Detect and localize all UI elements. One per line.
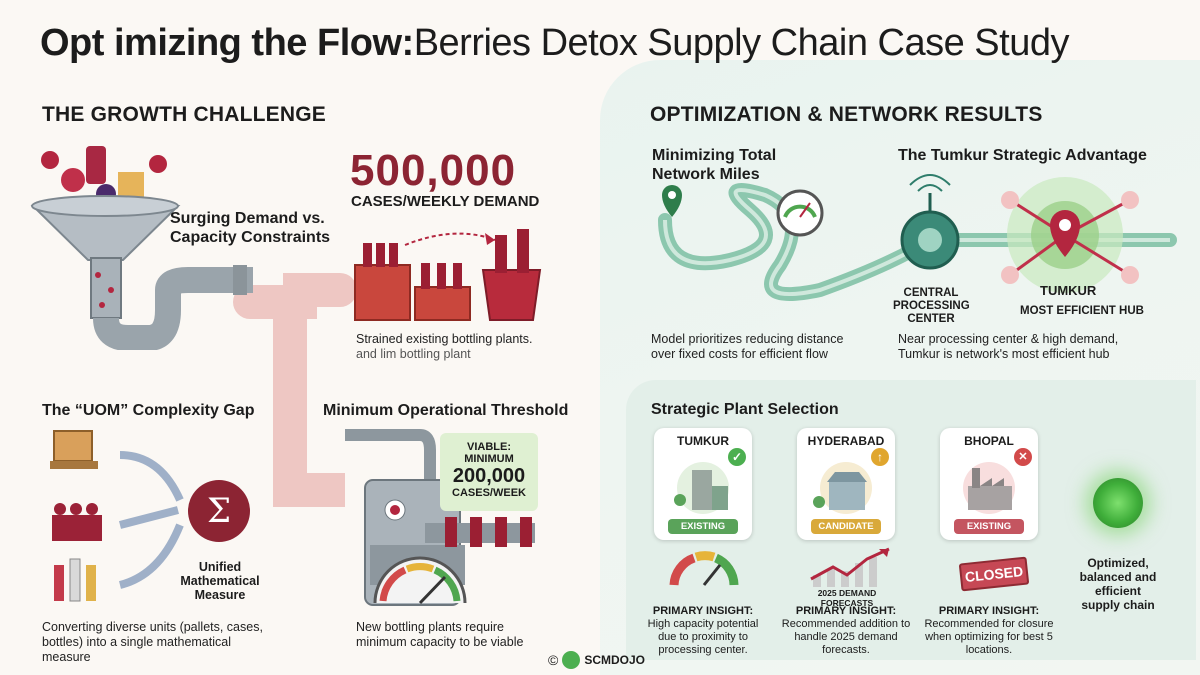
plant-card-hyderabad[interactable]: HYDERABAD ↑ CANDIDATE	[797, 428, 895, 540]
plant-card-tumkur[interactable]: TUMKUR ✓ EXISTING	[654, 428, 752, 540]
crates-bottles-illustration	[354, 229, 542, 321]
viable-unit: CASES/WEEK	[452, 487, 526, 499]
network-results-heading: OPTIMIZATION & NETWORK RESULTS	[650, 103, 1043, 126]
insight-bhopal: PRIMARY INSIGHT: Recommended for closure…	[924, 605, 1054, 657]
insight-text: Recommended addition to handle 2025 dema…	[781, 618, 911, 656]
funnel-illustration	[30, 146, 253, 350]
candidate-plant-icon	[813, 462, 872, 514]
plant-name: TUMKUR	[677, 434, 729, 448]
signal-icon	[909, 174, 951, 186]
status-light-icon	[1093, 478, 1143, 528]
miles-heading: Minimizing Total Network Miles	[652, 147, 777, 183]
scmdojo-logo-icon	[562, 651, 581, 669]
speedometer-icon	[776, 189, 824, 237]
closing-plant-icon	[963, 462, 1015, 514]
tumkur-heading: The Tumkur Strategic Advantage	[898, 147, 1147, 164]
bottling-machine-illustration	[345, 429, 535, 606]
brand-name: SCMDOJO	[584, 653, 646, 667]
strained-caption-1: Strained existing bottling plants.	[356, 332, 533, 346]
insight-hyderabad: PRIMARY INSIGHT: Recommended addition to…	[781, 605, 911, 657]
plant-card-bhopal[interactable]: BHOPAL ✕ EXISTING	[940, 428, 1038, 540]
existing-plant-icon	[674, 462, 729, 514]
start-pin-icon	[662, 185, 682, 217]
viable-threshold-box: VIABLE: MINIMUM 200,000 CASES/WEEK	[440, 433, 538, 511]
copyright-icon: ©	[548, 652, 559, 668]
plant-name: HYDERABAD	[807, 434, 885, 448]
tumkur-hub-label: TUMKUR	[1040, 283, 1097, 298]
insight-title: PRIMARY INSIGHT:	[938, 605, 1040, 617]
bottles-icon	[54, 565, 64, 601]
plant-name: BHOPAL	[964, 434, 1014, 448]
tumkur-caption: Near processing center & high demand, Tu…	[898, 332, 1119, 361]
insight-title: PRIMARY INSIGHT:	[652, 605, 754, 617]
status-badge: EXISTING	[954, 519, 1024, 534]
status-badge: CANDIDATE	[811, 519, 881, 534]
weekly-demand-label: CASES/WEEKLY DEMAND	[351, 193, 540, 210]
surging-demand-label: Surging Demand vs. Capacity Constraints	[170, 210, 331, 246]
weekly-demand-number: 500,000	[350, 146, 517, 195]
footer-brand: © SCMDOJO	[548, 651, 645, 669]
case-icon	[52, 515, 102, 541]
gauge-icon	[373, 556, 467, 604]
berry-icon	[41, 151, 59, 169]
insight-text: High capacity potential due to proximity…	[647, 618, 759, 656]
close-icon: ✕	[1014, 448, 1032, 466]
check-icon: ✓	[728, 448, 746, 466]
most-efficient-label: MOST EFFICIENT HUB	[1020, 305, 1144, 317]
pink-flow-connector	[233, 273, 357, 507]
uom-caption: Converting diverse units (pallets, cases…	[42, 620, 263, 664]
sigma-icon: Σ	[188, 480, 250, 542]
tumkur-pin-icon	[1050, 210, 1080, 257]
minimum-label: MINIMUM	[464, 453, 514, 465]
capacity-gauge-icon	[669, 551, 739, 586]
plant-selection-heading: Strategic Plant Selection	[651, 401, 839, 418]
status-badge: EXISTING	[668, 519, 738, 534]
threshold-caption: New bottling plants require minimum capa…	[356, 620, 524, 649]
forecast-label: 2025 DEMAND FORECASTS	[817, 588, 877, 608]
page-title: Opt imizing the Flow:Berries Detox Suppl…	[40, 22, 1069, 65]
title-bold: Opt imizing the Flow:	[40, 22, 414, 64]
uom-heading: The “UOM” Complexity Gap	[42, 402, 255, 419]
arrow-up-icon: ↑	[871, 448, 889, 466]
drop-icon	[390, 505, 400, 515]
threshold-heading: Minimum Operational Threshold	[323, 402, 569, 419]
viable-label: VIABLE:	[467, 441, 511, 453]
optimized-label: Optimized, balanced and efficient supply…	[1079, 556, 1157, 612]
title-rest: Berries Detox Supply Chain Case Study	[413, 22, 1070, 64]
strained-caption-2: and lim bottling plant	[356, 347, 471, 361]
forecast-chart-icon	[810, 547, 890, 587]
network-route-illustration	[658, 174, 1177, 302]
pallet-box-icon	[53, 430, 93, 462]
insight-title: PRIMARY INSIGHT:	[795, 605, 897, 617]
cpc-label: CENTRAL PROCESSING CENTER	[893, 287, 970, 325]
juice-bottle-icon	[86, 146, 106, 184]
insight-text: Recommended for closure when optimizing …	[924, 618, 1054, 656]
unified-measure-label: Unified Mathematical Measure	[180, 560, 260, 602]
units-illustration	[50, 430, 184, 602]
miles-caption: Model prioritizes reducing distance over…	[651, 332, 844, 361]
insight-tumkur: PRIMARY INSIGHT: High capacity potential…	[638, 605, 768, 657]
viable-number: 200,000	[452, 465, 526, 487]
growth-challenge-heading: THE GROWTH CHALLENGE	[42, 103, 326, 126]
